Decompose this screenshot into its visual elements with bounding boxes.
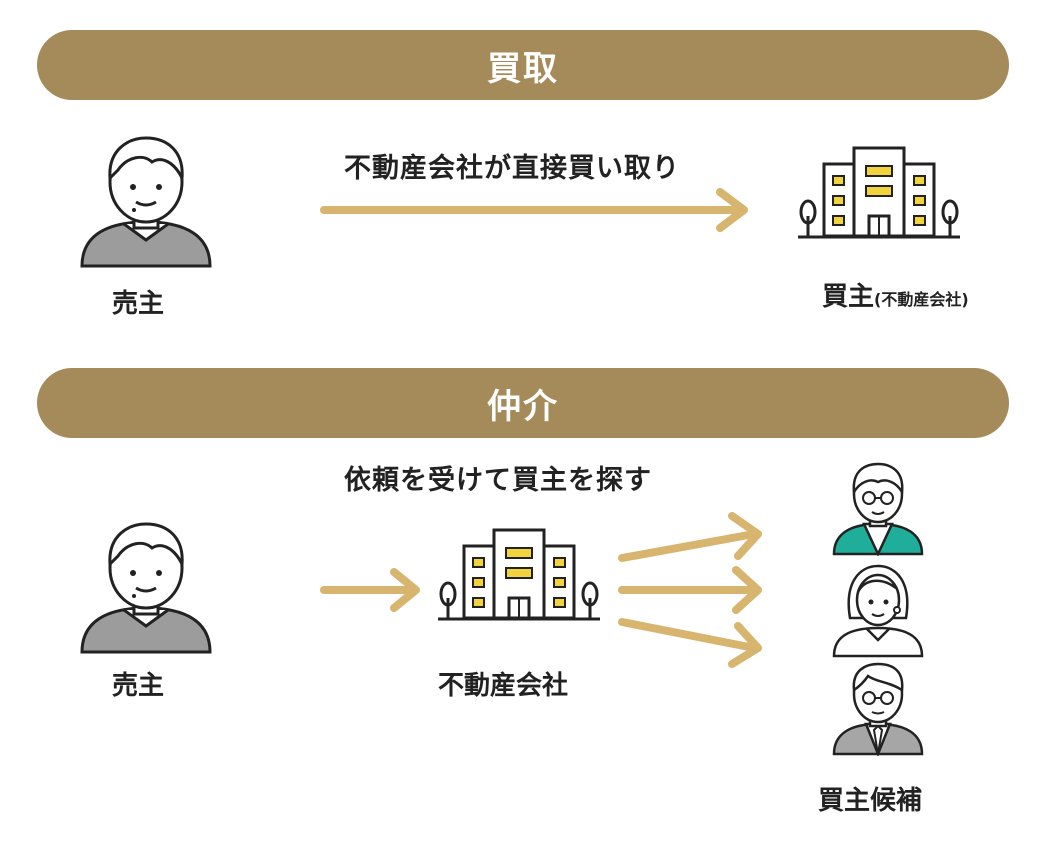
- agent-to-candidates-arrows: [618, 512, 762, 668]
- purchase-arrow: [320, 188, 748, 232]
- seller-person-icon: [80, 136, 212, 268]
- brokerage-arrow-caption: 依頼を受けて買主を探す: [344, 465, 652, 496]
- office-building-icon: [798, 146, 960, 239]
- woman-icon: [832, 564, 924, 658]
- man-glasses-suit-icon: [832, 662, 924, 756]
- brokerage-seller-label: 売主: [112, 671, 165, 701]
- buyer-label-sub: (不動産会社): [874, 290, 969, 309]
- arrow-to-candidate-3: [618, 618, 762, 668]
- seller-person-icon: [80, 522, 212, 654]
- arrow-to-candidate-1: [618, 512, 762, 562]
- purchase-title: 買取: [487, 48, 559, 89]
- purchase-arrow-caption: 不動産会社が直接買い取り: [344, 153, 680, 184]
- seller-to-agent-arrow: [320, 568, 420, 612]
- brokerage-agent-label: 不動産会社: [438, 671, 569, 701]
- arrow-to-candidate-2: [618, 566, 762, 614]
- purchase-banner: 買取: [37, 30, 1009, 100]
- purchase-buyer-label: 買主(不動産会社): [822, 276, 969, 313]
- brokerage-candidates-label: 買主候補: [818, 786, 923, 816]
- brokerage-title: 仲介: [487, 386, 559, 427]
- office-building-icon: [438, 528, 600, 621]
- buyer-label-main: 買主: [822, 282, 875, 312]
- brokerage-banner: 仲介: [37, 368, 1009, 438]
- purchase-seller-label: 売主: [112, 289, 165, 319]
- elderly-man-glasses-icon: [832, 462, 924, 556]
